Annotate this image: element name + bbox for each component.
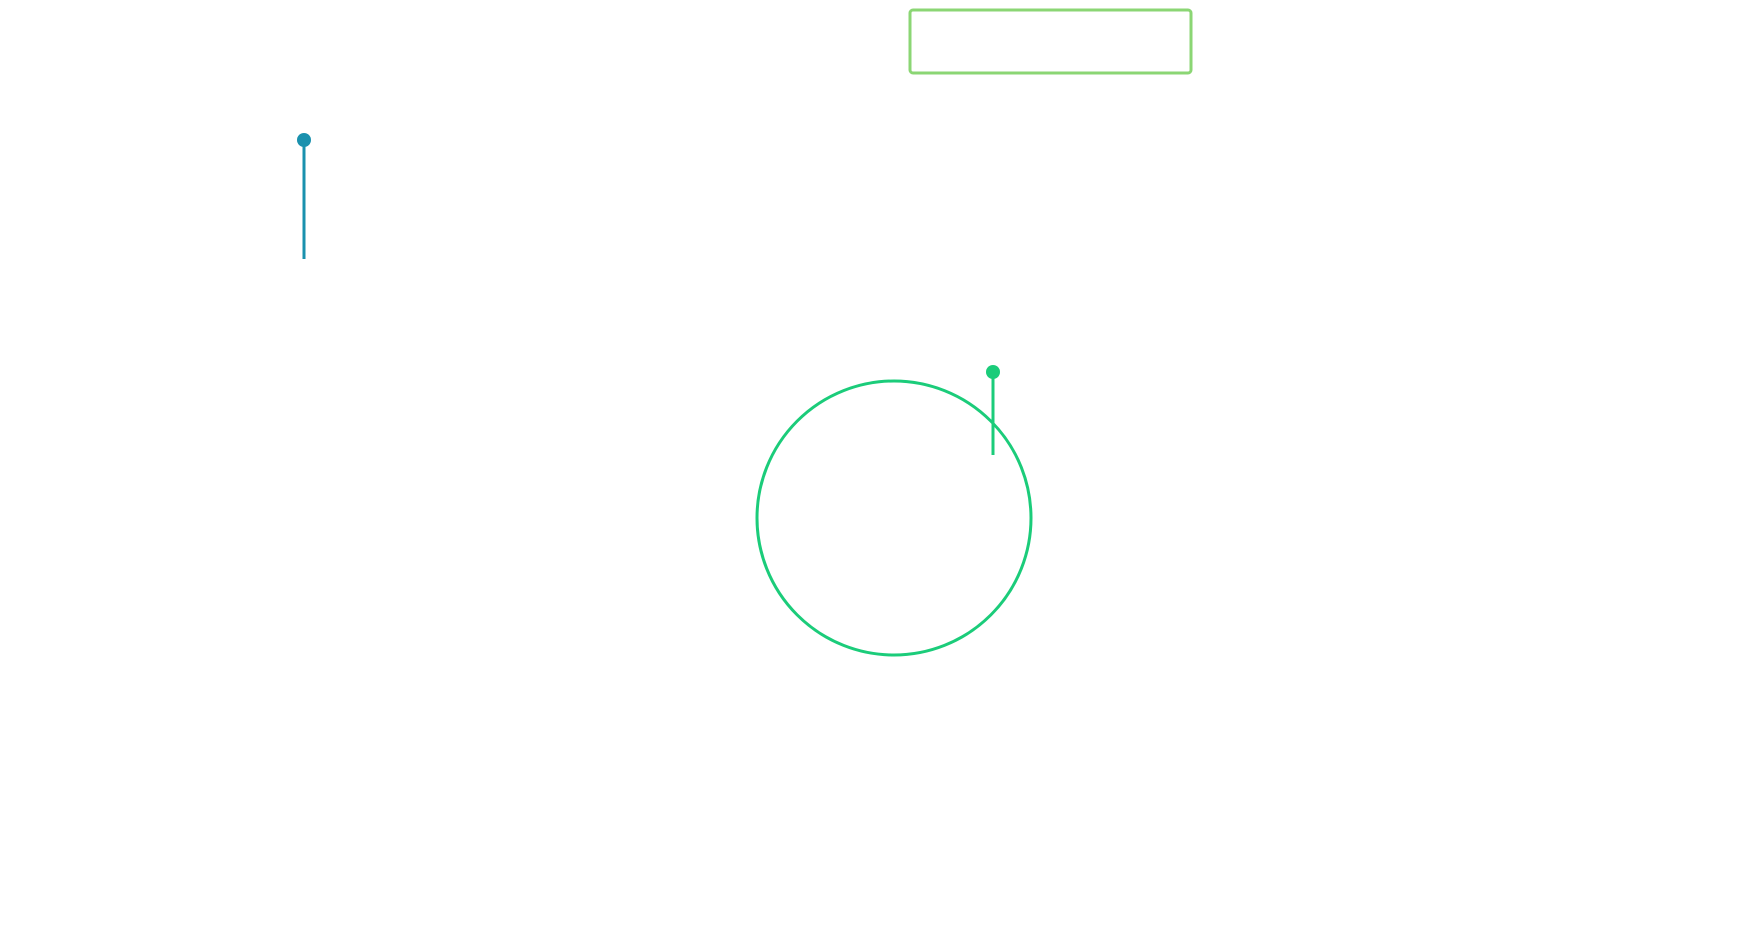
outlined-rectangle[interactable] [908, 8, 1193, 75]
pin-marker-blue[interactable] [297, 133, 311, 259]
outlined-circle[interactable] [755, 379, 1033, 657]
pin-marker-green[interactable] [986, 365, 1000, 455]
pin-head [297, 133, 311, 147]
pin-head [986, 365, 1000, 379]
